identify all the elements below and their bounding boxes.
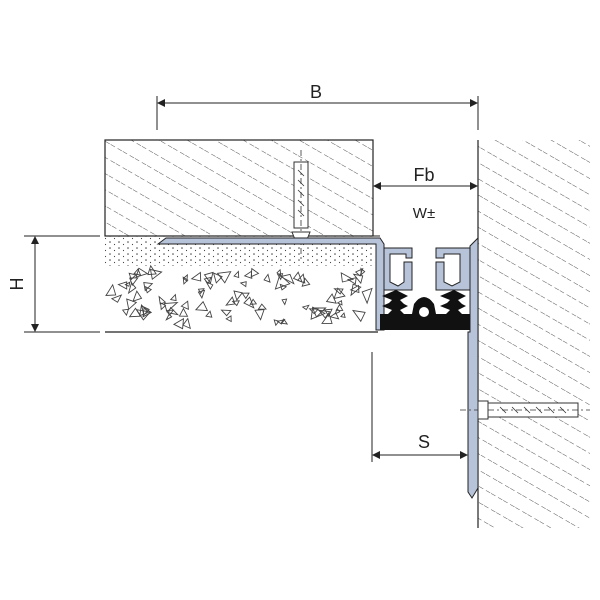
aggregate-stone bbox=[280, 318, 289, 325]
aggregate-stone bbox=[172, 317, 185, 330]
aggregate-stone bbox=[124, 281, 131, 287]
aggregate-stone bbox=[340, 272, 355, 283]
aggregate-stone bbox=[169, 293, 177, 302]
right-channel bbox=[435, 247, 471, 291]
aggregate-stone bbox=[135, 267, 149, 278]
aggregate-stone bbox=[190, 271, 202, 282]
label-h: H bbox=[7, 278, 27, 291]
label-b: B bbox=[310, 82, 322, 102]
aggregate-stone bbox=[182, 276, 189, 285]
aggregate-stone bbox=[180, 300, 189, 311]
aggregate-stone bbox=[205, 280, 214, 291]
aggregate-stone bbox=[160, 302, 167, 311]
aggregate-stone bbox=[274, 273, 291, 290]
aggregate-stone bbox=[197, 289, 206, 299]
aggregate-stone bbox=[121, 308, 130, 317]
aggregate-stone bbox=[233, 290, 243, 301]
aggregate-stone bbox=[301, 304, 310, 311]
aggregate-stone bbox=[205, 310, 213, 318]
aggregate-stone bbox=[127, 281, 137, 295]
aggregate-stone bbox=[220, 309, 232, 317]
aggregate-stone bbox=[257, 303, 267, 310]
aggregate-stone bbox=[276, 318, 286, 325]
aggregate-stone bbox=[311, 307, 327, 318]
aggregate-stone bbox=[354, 267, 364, 277]
aggregate-stone bbox=[165, 313, 173, 321]
aggregate-stone bbox=[333, 288, 344, 295]
aggregate-stone bbox=[129, 277, 139, 287]
aggregate-stone bbox=[105, 283, 117, 297]
aggregate-stone bbox=[128, 272, 137, 281]
aggregate-stone bbox=[241, 292, 250, 300]
aggregate-stone bbox=[142, 306, 153, 318]
aggregate-stone bbox=[273, 319, 280, 327]
aggregate-stone bbox=[321, 312, 333, 324]
aggregate-stone bbox=[133, 268, 142, 276]
aggregate-stone bbox=[292, 271, 303, 283]
aggregate-fill bbox=[105, 266, 375, 332]
aggregate-stone bbox=[336, 299, 343, 306]
aggregate-stone bbox=[324, 308, 333, 318]
dimension-b: B bbox=[156, 82, 479, 130]
aggregate-stone bbox=[254, 308, 265, 321]
aggregate-stone bbox=[340, 312, 346, 318]
aggregate-stone bbox=[310, 306, 326, 320]
aggregate-stone bbox=[132, 290, 143, 302]
aggregate-stone bbox=[225, 296, 236, 306]
aggregate-stone bbox=[279, 273, 295, 285]
aggregate-stone bbox=[346, 277, 357, 285]
aggregate-stone bbox=[158, 295, 167, 305]
aggregate-stone bbox=[203, 276, 212, 285]
aggregate-stone bbox=[141, 305, 150, 317]
aggregate-stone bbox=[212, 272, 223, 284]
aggregate-stones bbox=[105, 264, 373, 330]
rubber-seal bbox=[380, 290, 470, 330]
aggregate-stone bbox=[335, 303, 344, 311]
aggregate-stone bbox=[110, 294, 123, 303]
label-w: W± bbox=[413, 205, 435, 222]
dimension-fb: Fb W± bbox=[373, 165, 478, 222]
aggregate-stone bbox=[325, 293, 337, 304]
aggregate-stone bbox=[233, 270, 240, 279]
aggregate-stone bbox=[352, 273, 364, 285]
aggregate-stone bbox=[239, 281, 247, 288]
aggregate-stone bbox=[350, 283, 362, 297]
aggregate-stone bbox=[263, 273, 271, 283]
anchor-bolt-wall bbox=[460, 400, 590, 420]
aggregate-stone bbox=[317, 309, 331, 319]
aggregate-stone bbox=[203, 271, 214, 285]
aggregate-stone bbox=[352, 309, 366, 323]
aggregate-stone bbox=[243, 296, 255, 309]
aggregate-stone bbox=[178, 307, 189, 317]
aggregate-stone bbox=[301, 277, 311, 287]
dimension-s: S bbox=[371, 352, 468, 462]
aggregate-stone bbox=[182, 273, 188, 282]
profile-wall-leg bbox=[467, 236, 479, 499]
aggregate-stone bbox=[225, 315, 232, 323]
aggregate-stone bbox=[163, 301, 179, 313]
aggregate-stone bbox=[194, 300, 209, 312]
dimension-h: H bbox=[7, 235, 100, 333]
aggregate-stone bbox=[360, 267, 366, 276]
left-channel bbox=[383, 247, 413, 291]
aggregate-stone bbox=[128, 307, 142, 318]
aggregate-stone bbox=[167, 306, 180, 316]
aggregate-stone bbox=[243, 270, 253, 279]
aggregate-stone bbox=[281, 298, 288, 306]
aggregate-stone bbox=[182, 317, 191, 330]
label-s: S bbox=[418, 432, 430, 452]
aggregate-stone bbox=[126, 298, 138, 311]
aggregate-stone bbox=[329, 312, 340, 320]
right-wall bbox=[478, 140, 590, 528]
aggregate-stone bbox=[361, 287, 373, 305]
label-fb: Fb bbox=[413, 165, 434, 185]
left-concrete-slab bbox=[104, 139, 374, 237]
aggregate-stone bbox=[147, 264, 157, 276]
aggregate-stone bbox=[143, 281, 154, 292]
